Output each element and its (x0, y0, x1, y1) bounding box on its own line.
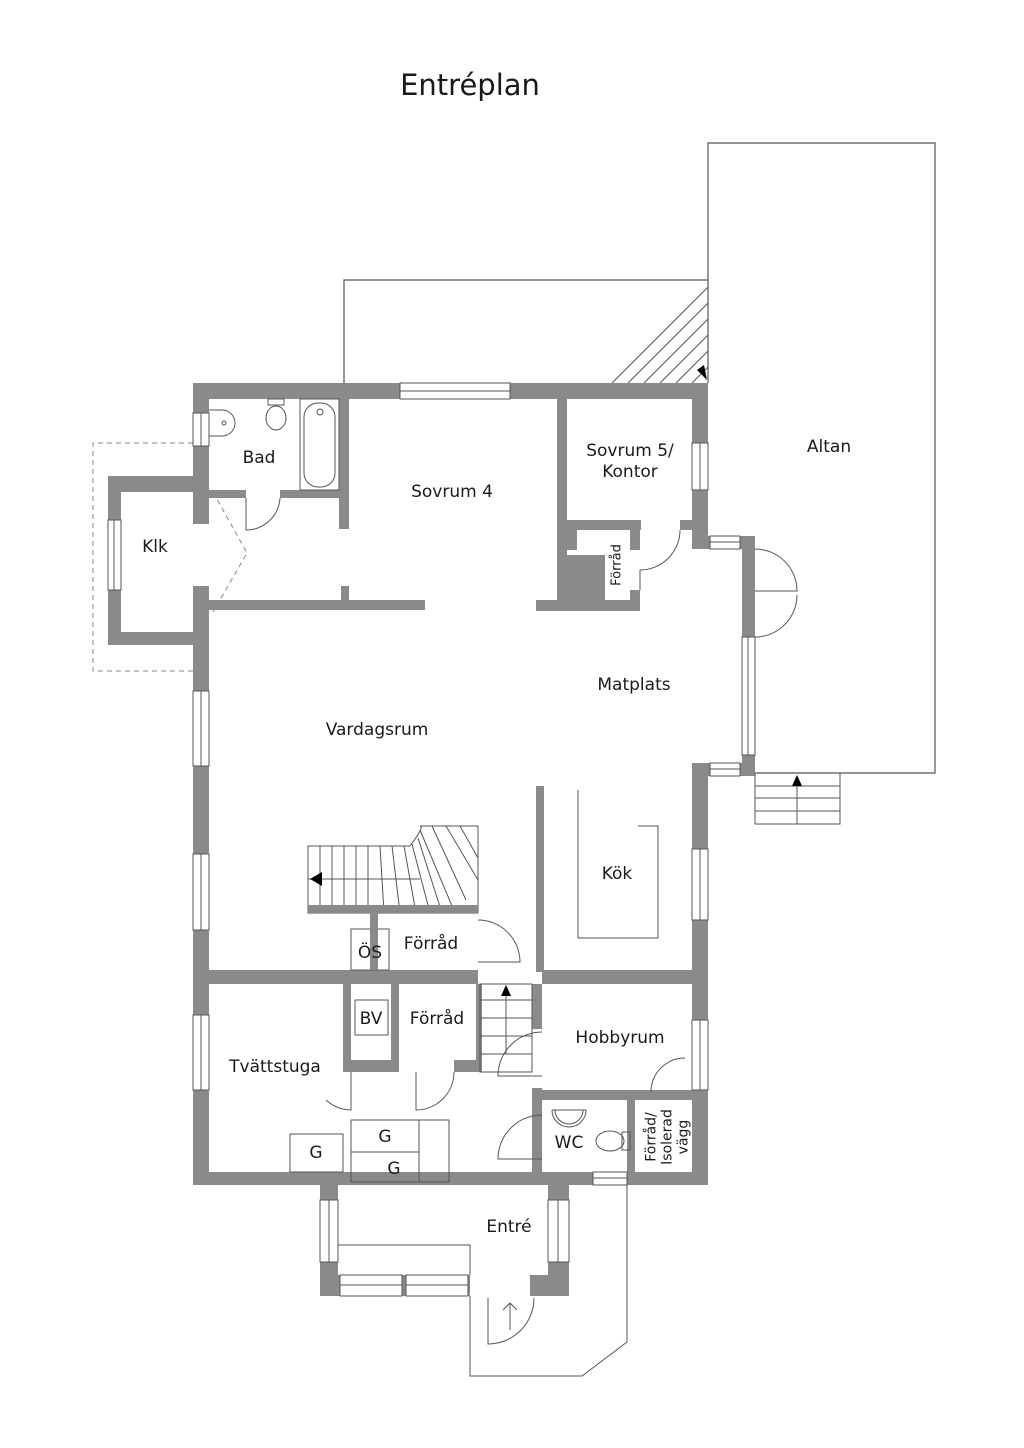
room-label-forrad-isolerad-1: Förråd/ (643, 1112, 660, 1162)
arrow-icon (310, 872, 322, 886)
room-label-sovrum-4: Sovrum 4 (411, 482, 493, 502)
lower-stair-walls (308, 905, 478, 970)
arrow-icon (501, 985, 511, 996)
room-label-forrad-isolerad-2: Isolerad (659, 1109, 676, 1165)
room-label-bad: Bad (242, 448, 276, 468)
room-label-forrad-stairs: Förråd (403, 934, 459, 954)
klk-dashed-outline (92, 442, 193, 672)
room-label-forrad-lower: Förråd (409, 1009, 465, 1029)
room-label-forrad-isolerad-3: vägg (675, 1119, 692, 1155)
arrow-icon (792, 775, 802, 786)
appliance-label-g: G (309, 1143, 323, 1163)
room-label-wc: WC (554, 1133, 584, 1153)
altan-outline (343, 142, 936, 774)
room-label-matplats: Matplats (597, 675, 671, 695)
main-staircase (307, 825, 479, 914)
appliance-label-g: G (387, 1159, 401, 1179)
klk-dashed-door (212, 491, 248, 613)
appliance-label-g: G (378, 1127, 392, 1147)
room-label-entre: Entré (486, 1217, 532, 1237)
windows (107, 382, 756, 1297)
room-label-bv: BV (359, 1009, 383, 1029)
walls (108, 383, 755, 1296)
fixtures (209, 398, 841, 1377)
room-label-kontor: Kontor (602, 462, 658, 482)
room-label-hobbyrum: Hobbyrum (575, 1028, 665, 1048)
room-label-os: ÖS (357, 943, 383, 963)
room-label-klk: Klk (142, 537, 168, 557)
altan-stairs (611, 286, 709, 384)
room-label-sovrum-5: Sovrum 5/ (586, 441, 674, 461)
room-label-forrad-small: Förråd (609, 544, 625, 586)
room-label-altan: Altan (806, 437, 852, 457)
room-label-tvattstuga: Tvättstuga (229, 1057, 321, 1077)
room-label-kok: Kök (601, 864, 633, 884)
plan-title: Entréplan (400, 68, 540, 102)
room-label-vardagsrum: Vardagsrum (325, 720, 429, 740)
arrow-icon (697, 365, 707, 380)
